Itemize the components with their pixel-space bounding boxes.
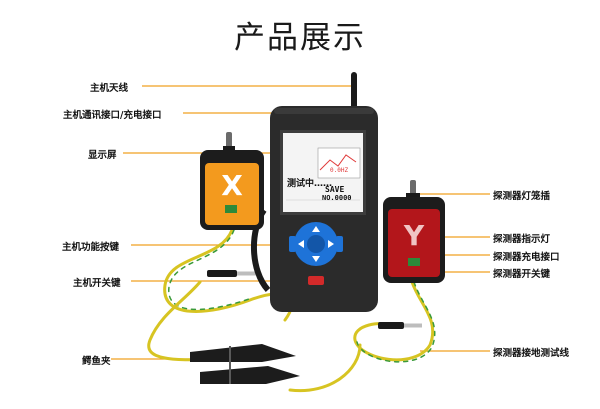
- label-host-comm-port: 主机通讯接口/充电接口: [63, 110, 162, 121]
- label-host-antenna: 主机天线: [90, 83, 129, 94]
- label-alligator-clip: 鳄鱼夹: [82, 356, 111, 367]
- page-title: 产品展示: [234, 20, 366, 56]
- alligator-clip-icon: [190, 344, 300, 384]
- orange-probe: X: [200, 132, 264, 230]
- label-probe-power-switch: 探测器开关键: [493, 269, 551, 280]
- label-probe-lamp-plug: 探测器灯笼插: [493, 191, 551, 202]
- host-power-button: [308, 276, 324, 285]
- screen-save-text: SAVE: [325, 185, 345, 194]
- screen-status-text: 测试中……: [287, 179, 333, 189]
- red-probe: Y: [383, 180, 445, 283]
- label-host-function-keys: 主机功能按键: [62, 242, 120, 253]
- screen-record-text: NO.0000: [322, 194, 352, 202]
- banana-plug-left: [207, 270, 257, 277]
- label-display: 显示屏: [88, 150, 117, 161]
- label-probe-indicator: 探测器指示灯: [493, 234, 551, 245]
- label-probe-charge-port: 探测器充电接口: [493, 252, 560, 263]
- svg-text:X: X: [221, 169, 243, 202]
- label-probe-ground-lead: 探测器接地测试线: [493, 348, 570, 359]
- banana-plug-right: [378, 322, 422, 329]
- svg-text:Y: Y: [403, 219, 425, 252]
- host-device: [251, 106, 378, 312]
- screen-frequency-text: 0.0HZ: [330, 167, 349, 174]
- label-host-power-switch: 主机开关键: [73, 278, 121, 289]
